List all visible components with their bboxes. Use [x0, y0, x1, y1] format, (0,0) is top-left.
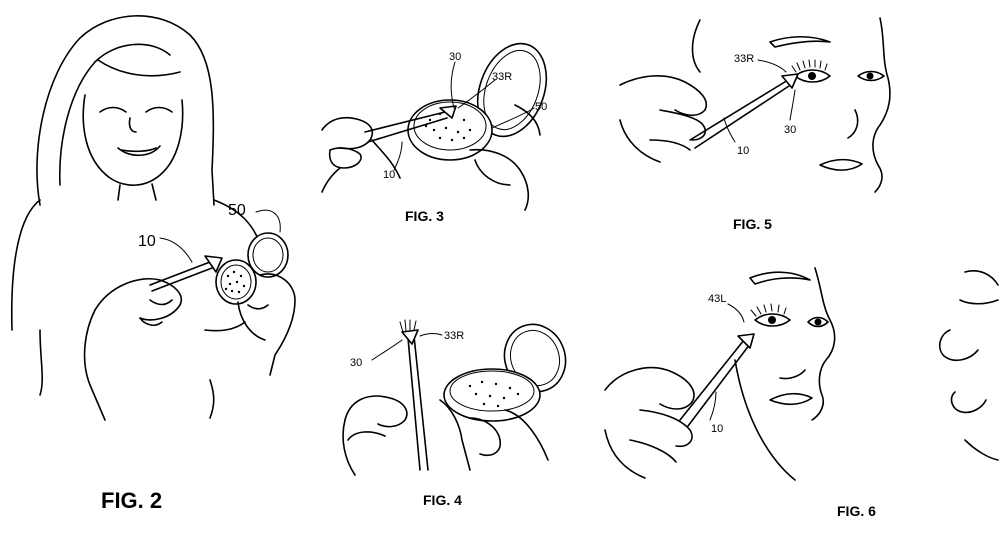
fig3-label: FIG. 3 [405, 208, 444, 224]
fig4-ref-lash-right: 33R [444, 330, 464, 342]
fig5-ref-lash: 30 [784, 124, 796, 136]
fig4-ref-lash: 30 [350, 357, 362, 369]
fig3-ref-lash-right: 33R [492, 71, 512, 83]
fig2-ref-applicator: 10 [138, 233, 156, 250]
fig3-ref-lash: 30 [449, 51, 461, 63]
fig2-ref-compact: 50 [228, 202, 246, 219]
fig5-label: FIG. 5 [733, 216, 772, 232]
fig6-ref-applicator: 10 [711, 423, 723, 435]
fig4-drawing: 33R 30 [342, 319, 567, 476]
fig5-drawing: 33R 30 10 [619, 17, 891, 193]
fig6-label: FIG. 6 [837, 503, 876, 519]
fig4-label: FIG. 4 [423, 492, 462, 508]
fig3-drawing: 30 33R 10 50 [321, 42, 547, 211]
fig5-ref-lash-right: 33R [734, 53, 754, 65]
fig2-drawing: 10 50 [10, 15, 296, 421]
fig2-label: FIG. 2 [101, 488, 163, 513]
fig6-ref-lash-left: 43L [708, 293, 726, 305]
fig6-drawing: 43L 10 [604, 267, 836, 481]
fig3-ref-compact: 50 [535, 101, 547, 113]
fig5-ref-applicator: 10 [737, 145, 749, 157]
fig3-ref-applicator: 10 [383, 169, 395, 181]
partial-hand-drawing [938, 270, 999, 461]
